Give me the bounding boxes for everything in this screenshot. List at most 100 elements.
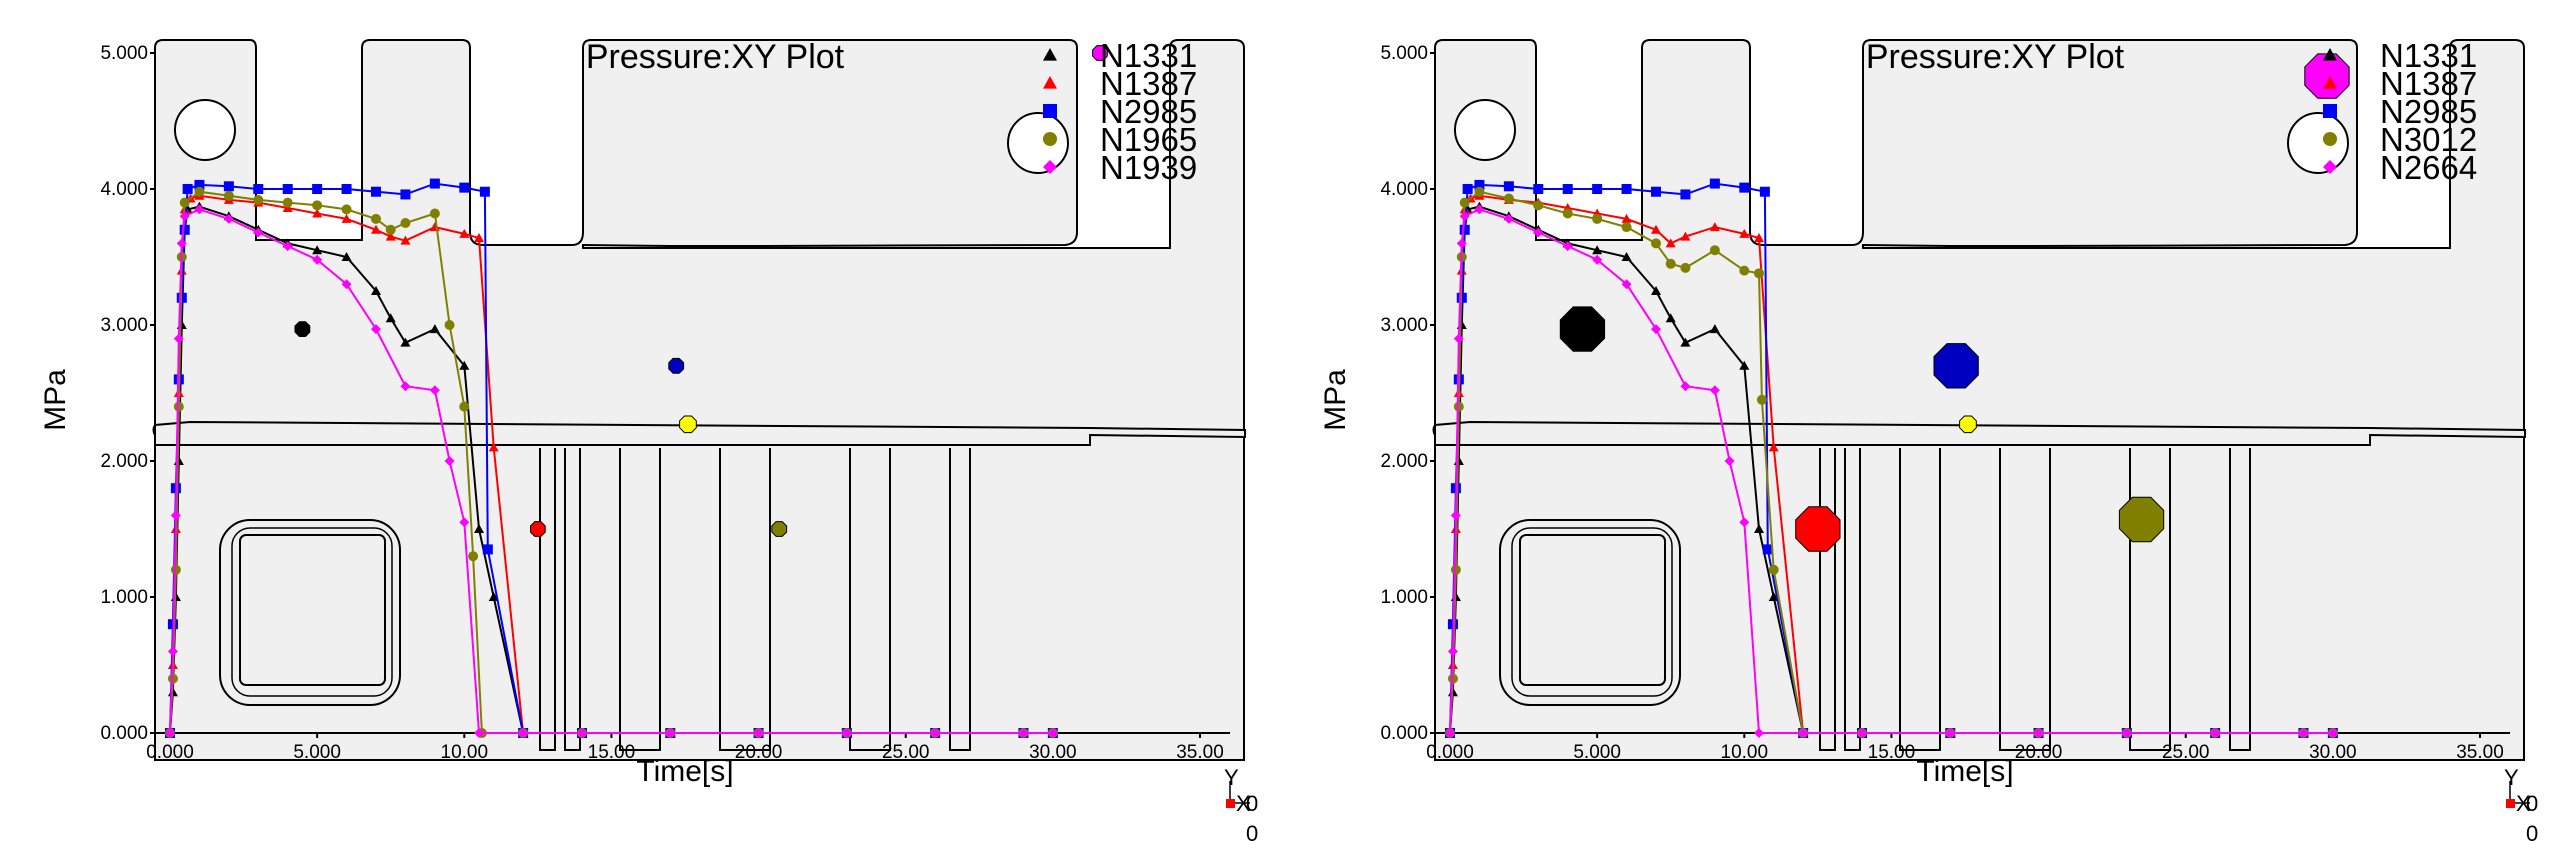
marker-diamond <box>312 254 323 265</box>
marker-diamond <box>1453 333 1464 344</box>
marker-circle <box>1533 200 1544 211</box>
round-feature <box>1007 112 1069 174</box>
marker-triangle <box>1592 245 1603 255</box>
marker-diamond <box>1450 510 1461 521</box>
marker-triangle <box>488 442 499 452</box>
marker-circle <box>1665 258 1676 269</box>
channel-0 <box>1819 448 1836 751</box>
node-marker <box>771 521 788 537</box>
y-tick-label: 4.000 <box>1380 179 1428 200</box>
marker-diamond <box>444 456 455 466</box>
marker-circle <box>179 197 190 208</box>
marker-triangle <box>1621 252 1632 261</box>
triad-origin-label: 0 <box>2526 821 2538 846</box>
round-feature <box>2287 112 2349 174</box>
legend-label: N1387 <box>2380 65 2477 102</box>
marker-triangle <box>371 286 381 295</box>
marker-diamond <box>2327 728 2338 738</box>
marker-circle <box>1756 394 1767 405</box>
marker-diamond <box>1945 728 1956 738</box>
marker-diamond <box>1456 238 1467 249</box>
x-tick-label: 30.00 <box>2309 742 2357 763</box>
marker-circle <box>282 197 293 208</box>
round-feature <box>174 99 236 161</box>
marker-circle <box>444 320 455 330</box>
marker-square <box>1621 184 1632 194</box>
node-marker <box>679 415 697 434</box>
marker-square <box>1592 184 1603 194</box>
marker-triangle <box>1754 524 1764 533</box>
x-tick-label: 35.00 <box>1176 742 1224 763</box>
marker-diamond <box>1724 456 1735 466</box>
y-tick-label: 1.000 <box>1380 587 1428 608</box>
marker-square <box>1503 181 1514 192</box>
y-tick-label: 0.000 <box>100 723 148 744</box>
marker-triangle <box>400 235 411 245</box>
node-marker <box>1959 415 1977 434</box>
marker-diamond <box>253 227 264 238</box>
marker-square <box>194 179 205 190</box>
marker-triangle <box>1651 286 1661 295</box>
marker-square <box>253 184 264 194</box>
marker-triangle <box>1621 213 1632 223</box>
marker-square <box>1533 184 1544 194</box>
y-tick-label: 2.000 <box>1380 451 1428 472</box>
legend-label: N3012 <box>2380 121 2477 158</box>
x-tick-label: 30.00 <box>1029 742 1077 763</box>
marker-triangle <box>488 592 499 601</box>
marker-triangle <box>341 213 352 223</box>
triad-y-label: Y <box>2504 765 2519 790</box>
marker-diamond <box>1503 213 1514 224</box>
marker-square <box>429 178 440 189</box>
triad-z-label: 0 <box>2526 791 2538 816</box>
marker-diamond <box>176 238 187 249</box>
y-axis-label: MPa <box>1319 369 1352 431</box>
marker-diamond <box>2033 728 2044 738</box>
marker-diamond <box>1621 279 1632 290</box>
x-tick-label: 20.00 <box>735 742 783 763</box>
marker-triangle <box>2323 76 2337 89</box>
marker-circle <box>385 224 396 235</box>
marker-diamond <box>194 204 205 215</box>
mold-outline-1 <box>1432 39 2526 761</box>
marker-diamond <box>167 646 178 657</box>
marker-triangle <box>341 252 352 261</box>
triad-y-label: Y <box>1224 765 1239 790</box>
marker-triangle <box>385 313 396 323</box>
marker-circle <box>1447 673 1458 684</box>
channel-0 <box>539 448 556 751</box>
marker-circle <box>1754 268 1764 279</box>
y-tick-label: 3.000 <box>1380 315 1428 336</box>
marker-diamond <box>1754 728 1764 738</box>
marker-triangle <box>385 231 396 241</box>
round-feature <box>1454 99 1516 161</box>
marker-diamond <box>223 213 234 224</box>
node-marker <box>2304 53 2350 99</box>
marker-diamond <box>173 333 184 344</box>
marker-diamond <box>1857 728 1867 738</box>
marker-triangle <box>1043 76 1057 89</box>
marker-circle <box>173 401 184 412</box>
marker-diamond <box>577 728 587 738</box>
marker-circle <box>1043 132 1057 146</box>
marker-diamond <box>1047 728 1058 738</box>
marker-circle <box>429 208 440 219</box>
y-tick-label: 5.000 <box>100 43 148 64</box>
legend-label: N2664 <box>2380 149 2477 186</box>
channel-3 <box>1999 448 2051 751</box>
marker-square <box>1474 179 1485 190</box>
channel-3 <box>719 448 771 751</box>
marker-square <box>1680 189 1691 200</box>
node-marker <box>294 321 311 337</box>
marker-triangle <box>312 245 323 255</box>
node-marker <box>1092 45 1108 61</box>
legend-label: N2985 <box>2380 93 2477 130</box>
y-tick-label: 4.000 <box>100 179 148 200</box>
marker-square <box>371 186 381 197</box>
marker-diamond <box>371 324 381 335</box>
